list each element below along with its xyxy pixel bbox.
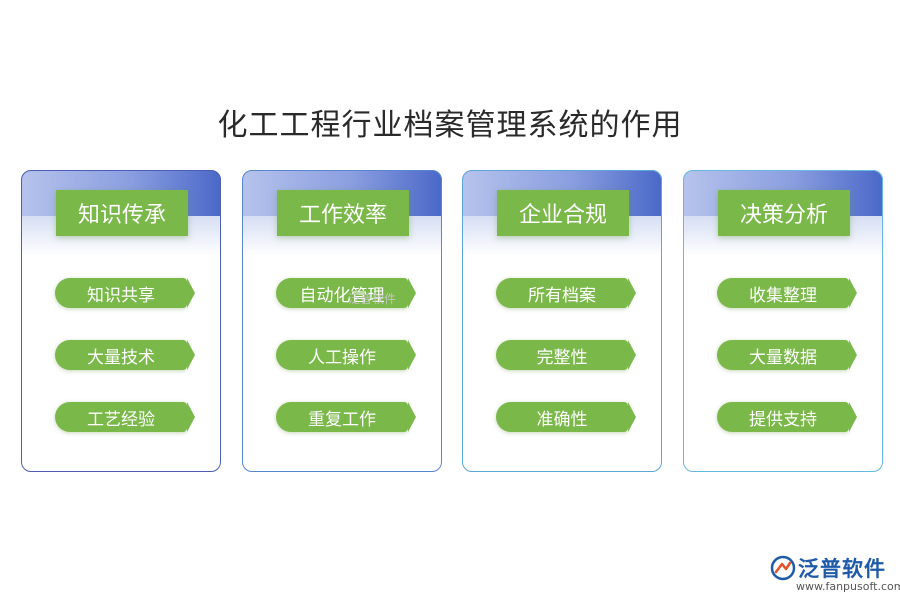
card-item: 工艺经验 bbox=[55, 402, 195, 432]
brand-logo: 泛普软件 www.fanpusoft.com bbox=[766, 553, 900, 593]
card-item: 所有档案 bbox=[496, 278, 636, 308]
card-item: 完整性 bbox=[496, 340, 636, 370]
card-border bbox=[242, 170, 442, 472]
card-border bbox=[21, 170, 221, 472]
card-item: 大量数据 bbox=[717, 340, 857, 370]
logo-name: 泛普软件 bbox=[798, 557, 886, 581]
card-heading: 工作效率 bbox=[277, 190, 409, 236]
card-item: 知识共享 bbox=[55, 278, 195, 308]
card-border bbox=[462, 170, 662, 472]
logo-url: www.fanpusoft.com bbox=[796, 580, 900, 593]
card-heading: 知识传承 bbox=[56, 190, 188, 236]
card-knowledge-inheritance: 知识传承 知识共享 大量技术 工艺经验 bbox=[21, 170, 221, 472]
card-item: 重复工作 bbox=[276, 402, 416, 432]
card-item: 自动化管理 bbox=[276, 278, 416, 308]
card-heading: 企业合规 bbox=[497, 190, 629, 236]
card-item: 提供支持 bbox=[717, 402, 857, 432]
diagram-title: 化工工程行业档案管理系统的作用 bbox=[217, 108, 683, 143]
card-item: 人工操作 bbox=[276, 340, 416, 370]
watermark: 泛普软件 bbox=[348, 292, 397, 306]
card-decision-analysis: 决策分析 收集整理 大量数据 提供支持 bbox=[683, 170, 883, 472]
card-item: 准确性 bbox=[496, 402, 636, 432]
card-border bbox=[683, 170, 883, 472]
card-item: 收集整理 bbox=[717, 278, 857, 308]
fanpu-logo-icon bbox=[770, 555, 796, 581]
card-item: 大量技术 bbox=[55, 340, 195, 370]
card-work-efficiency: 工作效率 自动化管理 人工操作 重复工作 bbox=[242, 170, 442, 472]
card-enterprise-compliance: 企业合规 所有档案 完整性 准确性 bbox=[462, 170, 662, 472]
card-heading: 决策分析 bbox=[718, 190, 850, 236]
